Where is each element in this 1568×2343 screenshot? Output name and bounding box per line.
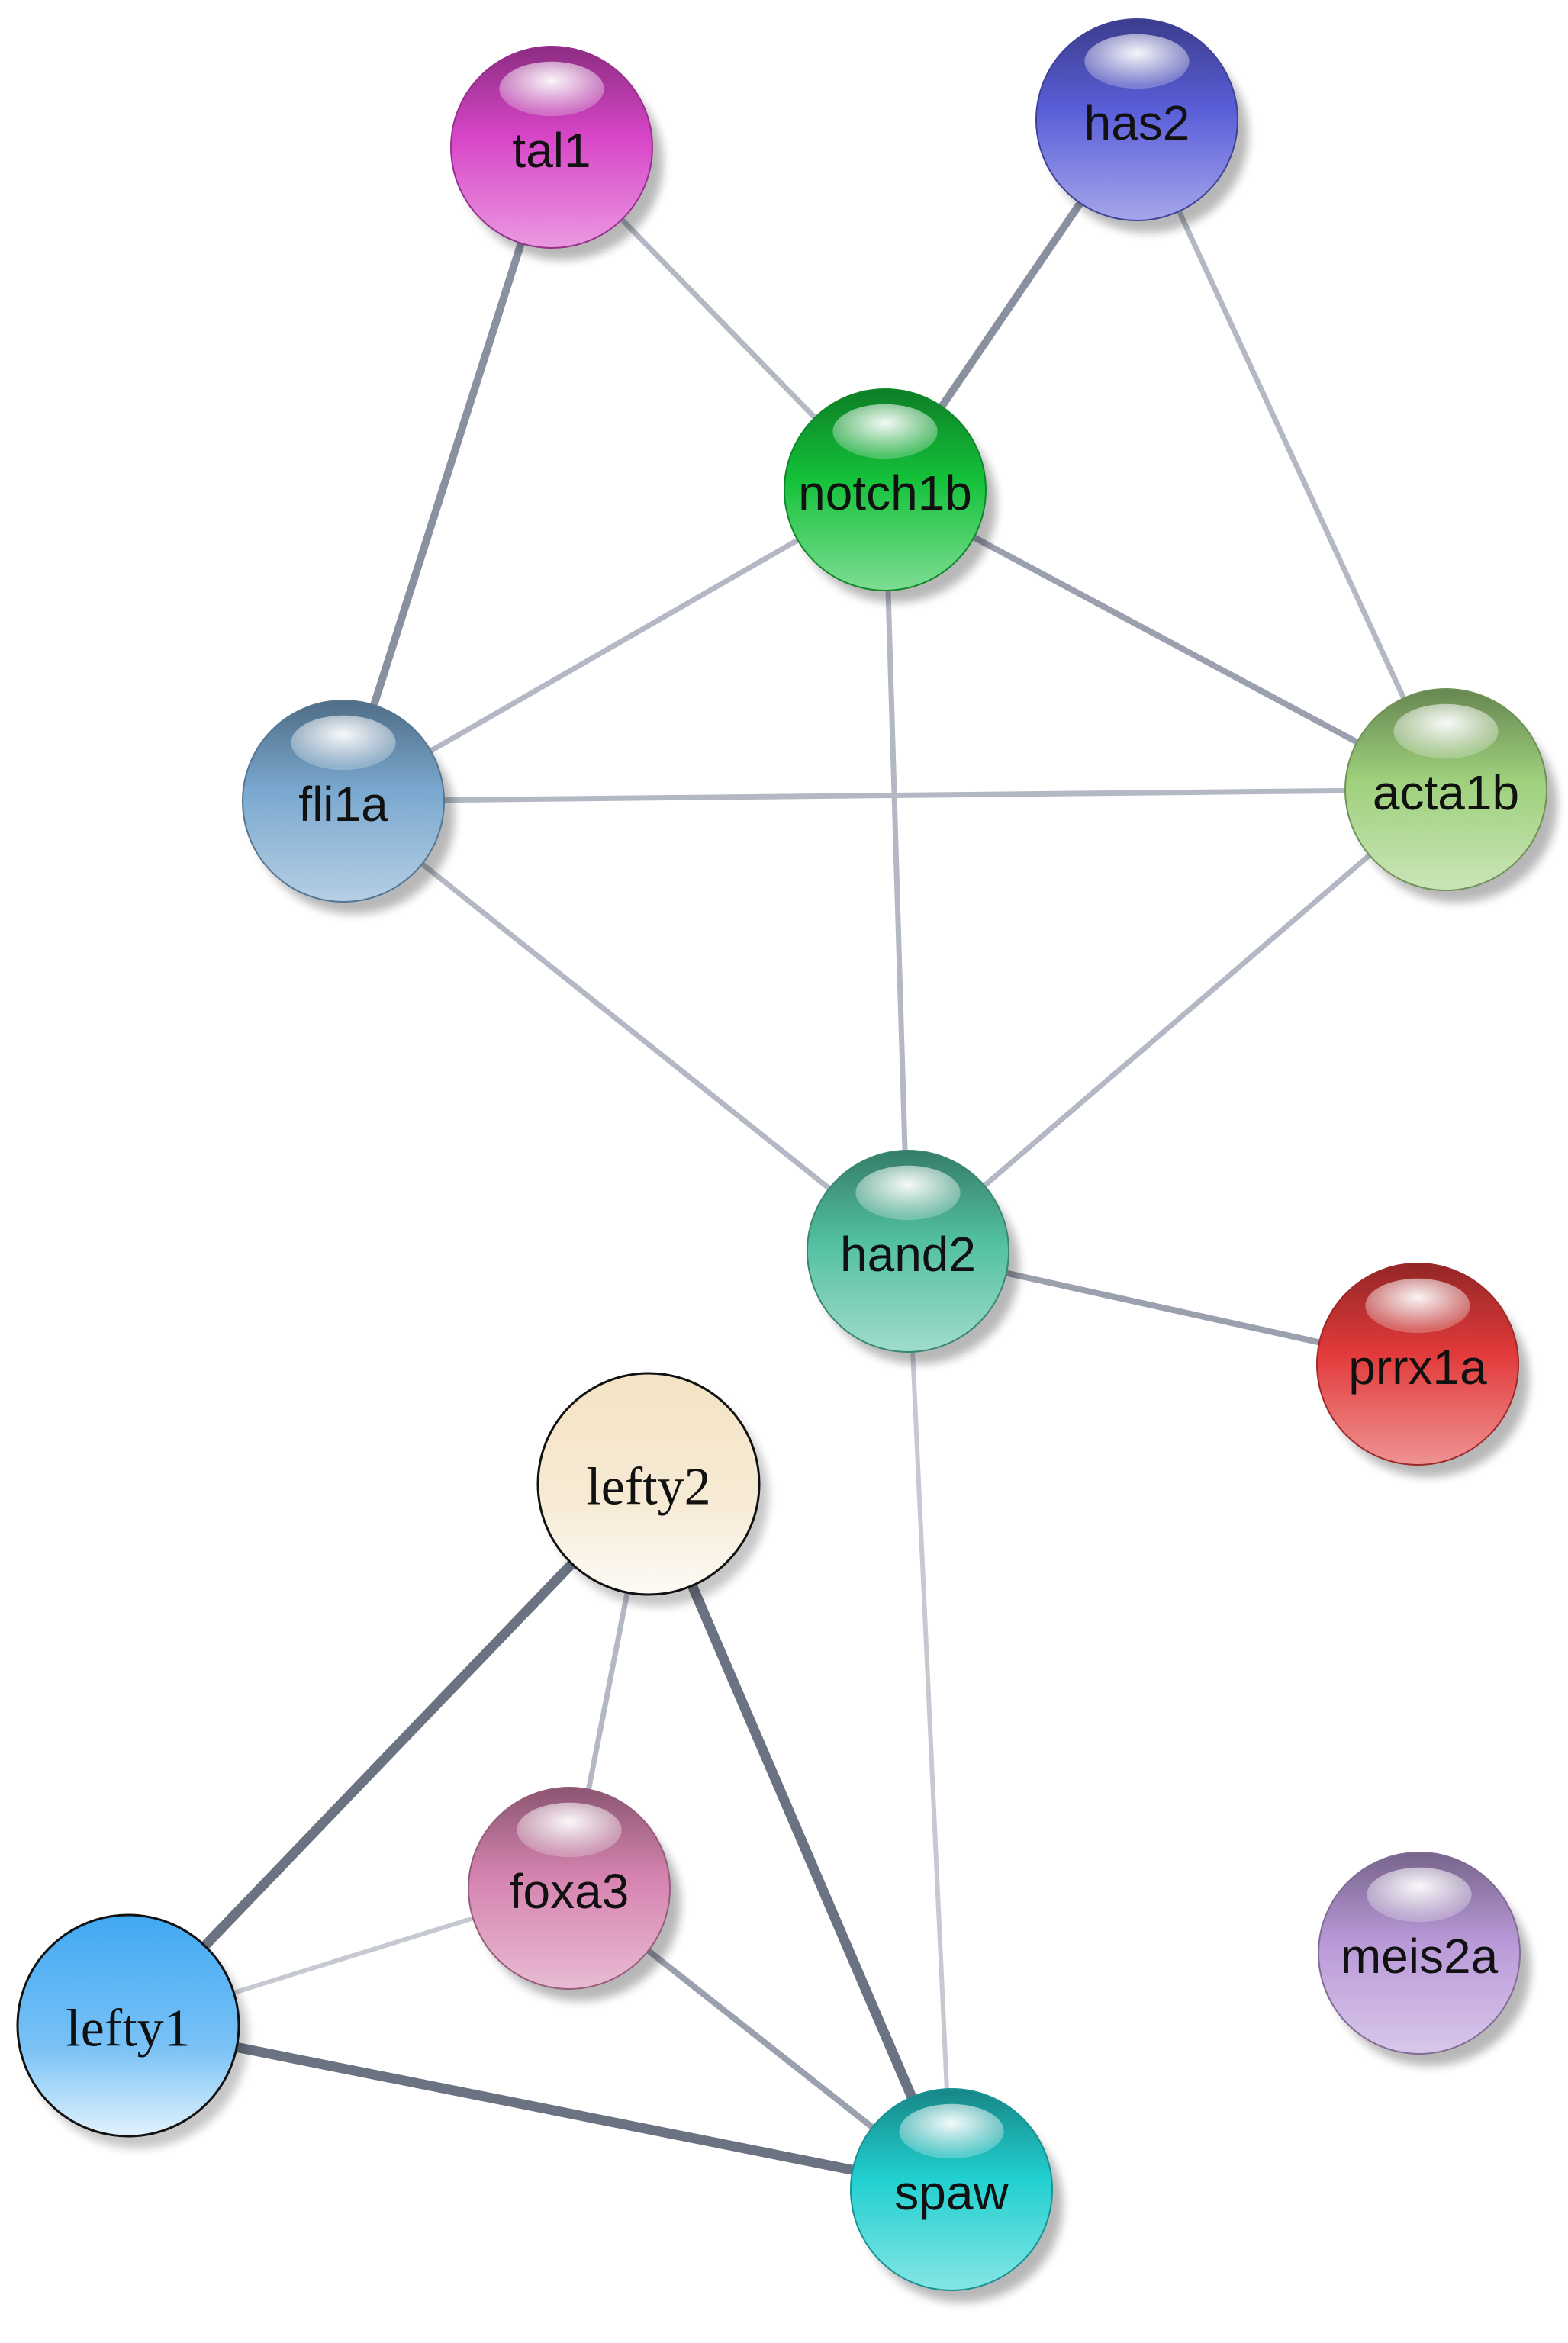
node-lefty2[interactable]: lefty2 <box>536 1372 768 1607</box>
node-label-notch1b: notch1b <box>798 465 972 520</box>
node-circle[interactable] <box>536 1372 761 1596</box>
edge-has2-acta1b <box>1134 117 1449 793</box>
edge-tal1-fli1a <box>340 143 555 805</box>
node-label-lefty2: lefty2 <box>586 1458 710 1517</box>
node-gloss <box>855 1165 961 1221</box>
node-label-spaw: spaw <box>894 2165 1009 2220</box>
node-gloss <box>899 2103 1004 2159</box>
node-circle[interactable] <box>784 388 987 591</box>
node-circle[interactable] <box>468 1787 671 1990</box>
node-lefty1[interactable]: lefty1 <box>16 1913 248 2148</box>
node-circle[interactable] <box>1344 688 1547 891</box>
edge-lefty1-spaw <box>123 2020 957 2195</box>
node-label-foxa3: foxa3 <box>510 1864 629 1919</box>
edge-lefty2-lefty1 <box>123 1479 654 2031</box>
node-label-has2: has2 <box>1084 95 1190 150</box>
edge-layer <box>123 116 1449 2195</box>
edge-fli1a-acta1b <box>340 787 1449 804</box>
node-gloss <box>1365 1278 1470 1334</box>
node-circle[interactable] <box>850 2088 1053 2291</box>
node-gloss <box>499 61 604 117</box>
node-circle[interactable] <box>242 700 445 903</box>
node-label-meis2a: meis2a <box>1341 1929 1499 1984</box>
node-label-prrx1a: prrx1a <box>1348 1340 1487 1395</box>
node-label-acta1b: acta1b <box>1373 765 1519 820</box>
node-gloss <box>832 404 938 459</box>
node-label-lefty1: lefty1 <box>66 2000 190 2058</box>
node-circle[interactable] <box>807 1150 1009 1353</box>
node-gloss <box>1084 34 1190 89</box>
node-meis2a[interactable]: meis2a <box>1318 1852 1531 2067</box>
edge-acta1b-hand2 <box>905 787 1449 1254</box>
node-has2[interactable]: has2 <box>1035 18 1248 233</box>
node-gloss <box>1367 1867 1472 1923</box>
node-gloss <box>1393 703 1499 759</box>
node-prrx1a[interactable]: prrx1a <box>1316 1263 1529 1478</box>
node-circle[interactable] <box>450 46 653 249</box>
node-circle[interactable] <box>16 1913 240 2138</box>
node-foxa3[interactable]: foxa3 <box>468 1787 681 2002</box>
node-label-hand2: hand2 <box>840 1227 976 1282</box>
node-spaw[interactable]: spaw <box>850 2088 1063 2303</box>
node-circle[interactable] <box>1035 18 1238 221</box>
node-fli1a[interactable]: fli1a <box>242 700 455 915</box>
node-circle[interactable] <box>1318 1852 1521 2055</box>
node-label-tal1: tal1 <box>512 123 591 178</box>
node-notch1b[interactable]: notch1b <box>784 388 997 603</box>
node-acta1b[interactable]: acta1b <box>1344 688 1557 903</box>
node-label-fli1a: fli1a <box>298 777 388 832</box>
node-layer: tal1 has2 notch1b fli1a acta1b hand2 prrx1a lef… <box>16 18 1557 2303</box>
edge-fli1a-hand2 <box>340 798 911 1254</box>
node-hand2[interactable]: hand2 <box>807 1150 1019 1365</box>
edge-lefty2-spaw <box>643 1479 957 2195</box>
edge-hand2-spaw <box>906 1249 954 2192</box>
edge-notch1b-hand2 <box>882 487 911 1254</box>
edge-notch1b-fli1a <box>340 487 888 804</box>
node-gloss <box>517 1802 622 1858</box>
node-circle[interactable] <box>1316 1263 1519 1466</box>
node-tal1[interactable]: tal1 <box>450 46 663 261</box>
node-gloss <box>291 715 396 771</box>
